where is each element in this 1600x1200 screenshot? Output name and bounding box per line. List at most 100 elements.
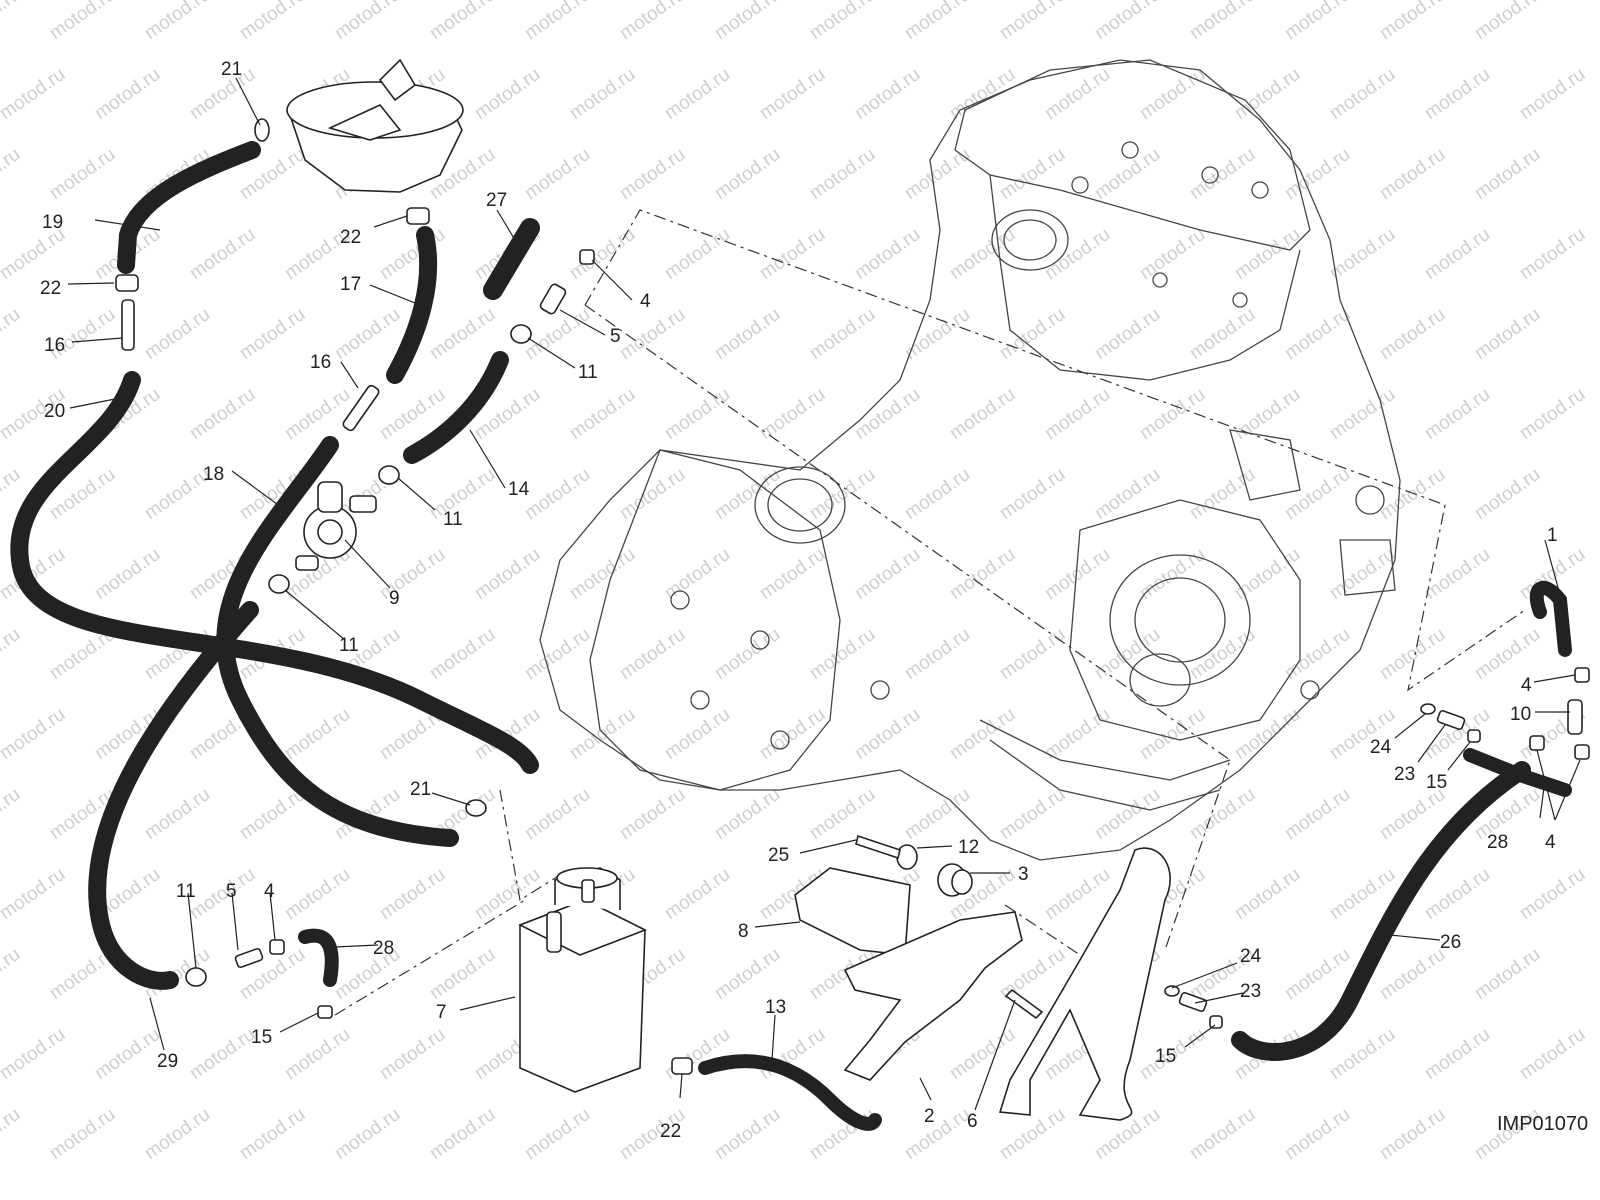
watermark-text: motod.ru <box>1421 384 1494 444</box>
callout-8: 8 <box>738 921 749 942</box>
watermark-text: motod.ru <box>711 624 784 684</box>
leader-lines <box>67 77 1581 1111</box>
watermark-text: motod.ru <box>616 784 689 844</box>
watermark-text: motod.ru <box>0 784 24 844</box>
watermark-text: motod.ru <box>1376 144 1449 204</box>
watermark-text: motod.ru <box>1281 144 1354 204</box>
callout-22a: 22 <box>40 278 61 299</box>
watermark-text: motod.ru <box>521 1104 594 1164</box>
watermark-text: motod.ru <box>566 64 639 124</box>
watermark-text: motod.ru <box>616 0 689 44</box>
clamp-22a <box>115 274 139 292</box>
watermark-text: motod.ru <box>661 864 734 924</box>
watermark-text: motod.ru <box>426 0 499 44</box>
watermark-text: motod.ru <box>711 1104 784 1164</box>
watermark-text: motod.ru <box>901 624 974 684</box>
watermark-text: motod.ru <box>1281 1104 1354 1164</box>
callout-17: 17 <box>340 274 361 295</box>
watermark-text: motod.ru <box>46 1104 119 1164</box>
watermark-text: motod.ru <box>756 384 829 444</box>
callout-labels: 21 19 22 16 20 22 17 16 18 11 9 11 14 27… <box>40 59 1558 1142</box>
nipple-23b <box>1178 991 1208 1013</box>
watermark-text: motod.ru <box>996 144 1069 204</box>
watermark-text: motod.ru <box>141 304 214 364</box>
clip-15c <box>1209 1015 1223 1029</box>
watermark-text: motod.ru <box>1281 464 1354 524</box>
watermark-text: motod.ru <box>946 1024 1019 1084</box>
watermark-text: motod.ru <box>996 624 1069 684</box>
watermark-text: motod.ru <box>566 384 639 444</box>
watermark-text: motod.ru <box>566 704 639 764</box>
watermark-text: motod.ru <box>426 1104 499 1164</box>
watermark-text: motod.ru <box>901 0 974 44</box>
callout-5a: 5 <box>610 326 621 347</box>
spacer-12 <box>896 844 918 870</box>
hoses <box>10 141 1572 1131</box>
callout-20: 20 <box>44 401 65 422</box>
watermark-text: motod.ru <box>756 64 829 124</box>
callout-25: 25 <box>768 845 789 866</box>
bracket-8 <box>794 867 911 956</box>
watermark-text: motod.ru <box>1376 0 1449 44</box>
watermark-text: motod.ru <box>711 464 784 524</box>
bolt-25 <box>855 834 901 860</box>
watermark-text: motod.ru <box>661 384 734 444</box>
callout-21b: 21 <box>410 779 431 800</box>
watermark-text: motod.ru <box>1421 64 1494 124</box>
watermark-text: motod.ru <box>521 784 594 844</box>
watermark-text: motod.ru <box>996 464 1069 524</box>
engine-assembly <box>539 59 1401 861</box>
components <box>115 58 1590 1121</box>
callout-22c: 22 <box>660 1121 681 1142</box>
watermark-text: motod.ru <box>1471 304 1544 364</box>
callout-24b: 24 <box>1240 946 1262 967</box>
watermark-text: motod.ru <box>566 544 639 604</box>
watermark-text: motod.ru <box>1516 384 1589 444</box>
clamp-11c <box>268 574 290 594</box>
watermark-text: motod.ru <box>376 544 449 604</box>
watermark-text: motod.ru <box>1091 144 1164 204</box>
clamp-21b <box>465 799 487 817</box>
watermark-text: motod.ru <box>1516 864 1589 924</box>
watermark-text: motod.ru <box>1471 944 1544 1004</box>
watermark-text: motod.ru <box>1421 544 1494 604</box>
nipple-16b <box>342 384 380 432</box>
watermark-text: motod.ru <box>946 544 1019 604</box>
watermark-text: motod.ru <box>1186 144 1259 204</box>
watermark-text: motod.ru <box>616 464 689 524</box>
clip-4 <box>579 249 595 265</box>
watermark-text: motod.ru <box>946 384 1019 444</box>
callout-4c: 4 <box>1521 675 1532 696</box>
watermark-text: motod.ru <box>711 304 784 364</box>
watermark-text: motod.ru <box>1281 624 1354 684</box>
watermark-text: motod.ru <box>1231 384 1304 444</box>
callout-7: 7 <box>436 1002 447 1023</box>
watermark-text: motod.ru <box>901 1104 974 1164</box>
watermark-text: motod.ru <box>946 224 1019 284</box>
watermark-text: motod.ru <box>91 64 164 124</box>
watermark-text: motod.ru <box>1041 384 1114 444</box>
watermark-text: motod.ru <box>1186 1104 1259 1164</box>
watermark-text: motod.ru <box>281 864 354 924</box>
callout-15b: 15 <box>1426 772 1447 793</box>
watermark-text: motod.ru <box>236 0 309 44</box>
watermark-text: motod.ru <box>0 1024 69 1084</box>
washer-24b <box>1164 985 1180 997</box>
watermark-text: motod.ru <box>186 224 259 284</box>
watermark-text: motod.ru <box>1516 1024 1589 1084</box>
watermark-text: motod.ru <box>0 624 24 684</box>
watermark-text: motod.ru <box>91 544 164 604</box>
watermark-text: motod.ru <box>186 1024 259 1084</box>
clip-4c <box>1574 667 1590 683</box>
watermark-text: motod.ru <box>1471 464 1544 524</box>
watermark-text: motod.ru <box>1516 224 1589 284</box>
watermark-text: motod.ru <box>1041 224 1114 284</box>
watermark-text: motod.ru <box>901 304 974 364</box>
watermark-text: motod.ru <box>0 0 24 44</box>
watermark-text: motod.ru <box>186 864 259 924</box>
callout-27: 27 <box>486 190 507 211</box>
watermark-text: motod.ru <box>1281 0 1354 44</box>
watermark-text: motod.ru <box>711 0 784 44</box>
watermark-text: motod.ru <box>1376 944 1449 1004</box>
watermark-text: motod.ru <box>281 384 354 444</box>
